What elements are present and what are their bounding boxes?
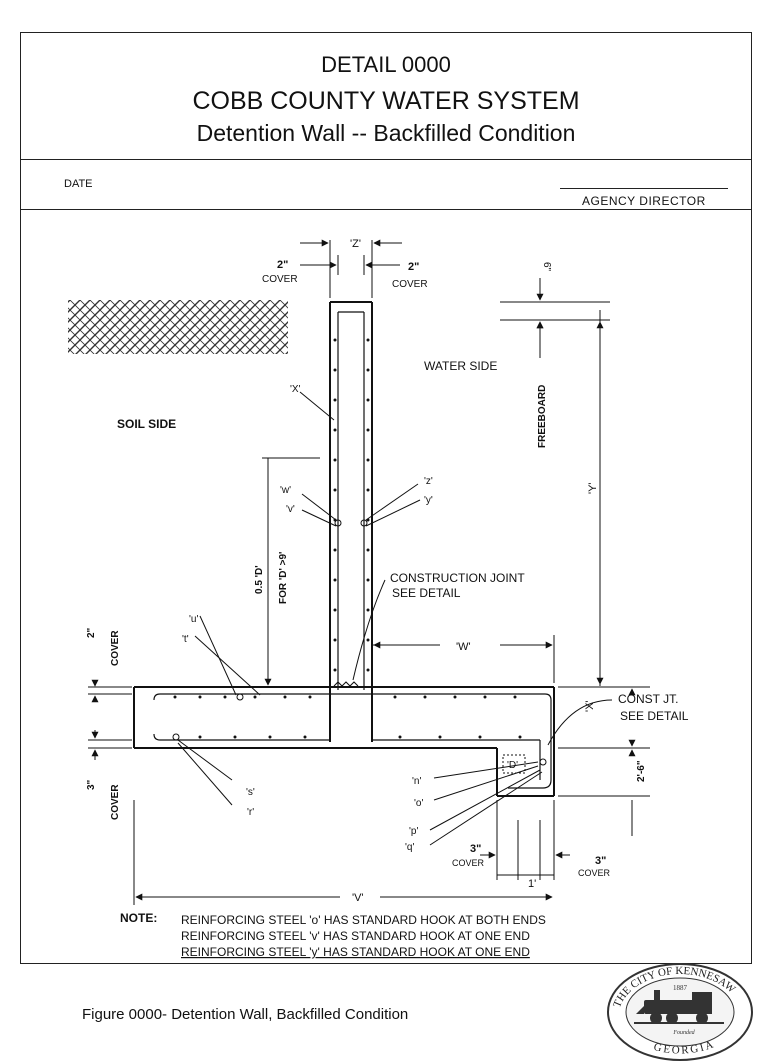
footing-rebar-dots xyxy=(172,693,547,766)
label-bar-D: 'D' xyxy=(507,760,518,771)
label-cover-3-vert-text: COVER xyxy=(110,784,121,820)
label-six-inch: 6" xyxy=(541,262,552,272)
label-bar-u: 'u' xyxy=(189,614,198,625)
label-cover-3-left-text: COVER xyxy=(452,858,485,868)
label-see-detail: SEE DETAIL xyxy=(392,586,461,600)
label-water-side: WATER SIDE xyxy=(424,359,497,373)
drawing-labels: 'Z' 2" COVER 2" COVER 6" WATER SIDE FREE… xyxy=(86,238,689,959)
note-label: NOTE: xyxy=(120,911,157,925)
label-bar-p: 'p' xyxy=(409,826,418,837)
seal-motto: Founded xyxy=(672,1030,695,1036)
label-see-detail-2: SEE DETAIL xyxy=(620,709,689,723)
wall-stem xyxy=(329,301,373,742)
note-line-1: REINFORCING STEEL 'o' HAS STANDARD HOOK … xyxy=(181,913,546,927)
city-seal: THE CITY OF KENNESAW GEORGIA 1887 Founde… xyxy=(607,963,753,1061)
label-cover-3-vert-value: 3" xyxy=(86,779,97,790)
label-cover-3-right-text: COVER xyxy=(578,868,611,878)
label-one-ft: 1' xyxy=(528,878,536,890)
label-bar-n: 'n' xyxy=(412,776,421,787)
label-for-D: FOR 'D' >9' xyxy=(278,552,289,604)
label-half-D: 0.5 'D' xyxy=(254,565,265,594)
label-bar-q: 'q' xyxy=(405,842,414,853)
label-V-dim: 'V' xyxy=(352,892,364,904)
wall-rebar-dots xyxy=(333,338,370,672)
label-bar-v: 'v' xyxy=(286,504,295,515)
label-freeboard: FREEBOARD xyxy=(537,385,548,448)
figure-caption: Figure 0000- Detention Wall, Backfilled … xyxy=(82,1006,409,1023)
note-line-3: REINFORCING STEEL 'y' HAS STANDARD HOOK … xyxy=(181,945,530,959)
soil-hatch xyxy=(68,300,288,354)
label-cover-2-vert-text: COVER xyxy=(110,630,121,666)
drawing-frame xyxy=(20,32,752,964)
label-bar-z: 'z' xyxy=(424,476,433,487)
label-cover-2-right-value: 2" xyxy=(408,261,419,273)
agency-name: COBB COUNTY WATER SYSTEM xyxy=(192,87,580,115)
detention-wall-drawing: 'Z' 2" COVER 2" COVER 6" WATER SIDE FREE… xyxy=(68,238,689,959)
drawing-subtitle: Detention Wall -- Backfilled Condition xyxy=(196,120,576,146)
label-bar-w: 'w' xyxy=(280,485,291,496)
label-Y-dim: 'Y' xyxy=(587,482,599,494)
label-cover-3-left-value: 3" xyxy=(470,843,481,855)
label-bar-X: 'X' xyxy=(290,384,301,395)
dimension-lines xyxy=(88,239,650,905)
label-bar-r: 'r' xyxy=(247,807,254,818)
detail-number: DETAIL 0000 xyxy=(321,52,451,77)
locomotive-icon xyxy=(634,990,724,1024)
agency-director-label: AGENCY DIRECTOR xyxy=(582,194,706,208)
label-bar-t: 't' xyxy=(182,634,189,645)
label-bar-o: 'o' xyxy=(414,798,423,809)
label-cover-2-left-value: 2" xyxy=(277,259,288,271)
label-bar-y: 'y' xyxy=(424,495,433,506)
footing xyxy=(133,681,555,797)
label-soil-side: SOIL SIDE xyxy=(117,417,176,431)
label-cover-3-right-value: 3" xyxy=(595,855,606,867)
label-X-dim: 'X' xyxy=(584,700,596,712)
label-cover-2-vert-value: 2" xyxy=(86,627,97,638)
label-const-jt: CONST JT. xyxy=(618,692,678,706)
label-W-dim: 'W' xyxy=(456,641,471,653)
signature-line xyxy=(560,188,728,189)
date-label: DATE xyxy=(64,178,93,190)
label-z-dim: 'Z' xyxy=(350,238,361,250)
label-bar-s: 's' xyxy=(246,787,255,798)
signature-row: DATE AGENCY DIRECTOR xyxy=(20,160,752,210)
label-construction-joint: CONSTRUCTION JOINT xyxy=(390,571,525,585)
label-cover-2-left-text: COVER xyxy=(262,274,298,285)
label-two-six: 2'-6" xyxy=(636,760,647,782)
seal-year: 1887 xyxy=(673,984,688,992)
label-cover-2-right-text: COVER xyxy=(392,279,428,290)
note-line-2: REINFORCING STEEL 'v' HAS STANDARD HOOK … xyxy=(181,929,530,943)
title-block: DETAIL 0000 COBB COUNTY WATER SYSTEM Det… xyxy=(20,32,752,160)
